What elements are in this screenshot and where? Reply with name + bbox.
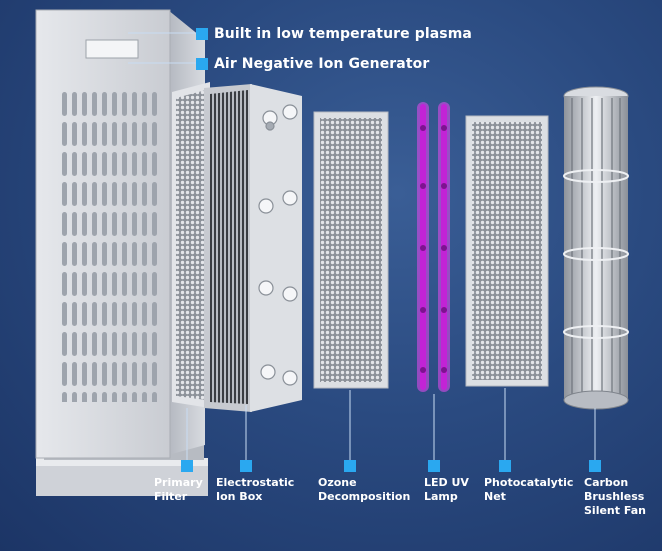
label-led-uv-lamp: LED UV Lamp bbox=[424, 476, 469, 503]
marker-carbon-brushless-fan bbox=[589, 460, 601, 472]
label-ozone-decomposition: Ozone Decomposition bbox=[318, 476, 411, 503]
callout-ion-generator-text: Air Negative Ion Generator bbox=[214, 56, 430, 72]
callout-marker bbox=[196, 58, 208, 70]
callout-plasma: Built in low temperature plasma bbox=[196, 26, 472, 42]
ozone-decomposition-panel bbox=[313, 111, 389, 389]
marker-electrostatic-ion-box bbox=[240, 460, 252, 472]
marker-ozone-decomposition bbox=[344, 460, 356, 472]
marker-photocatalytic-net bbox=[499, 460, 511, 472]
uv-lamp-tubes bbox=[417, 102, 450, 392]
photocatalytic-net-panel bbox=[465, 115, 549, 387]
label-carbon-brushless-fan: Carbon Brushless Silent Fan bbox=[584, 476, 646, 517]
label-electrostatic-ion-box: Electrostatic Ion Box bbox=[216, 476, 295, 503]
callout-marker bbox=[196, 28, 208, 40]
electrostatic-ion-box-panel bbox=[204, 84, 302, 412]
silent-fan-cylinder bbox=[563, 86, 629, 410]
primary-filter-panel bbox=[172, 82, 210, 408]
callout-ion-generator: Air Negative Ion Generator bbox=[196, 56, 429, 72]
callout-plasma-text: Built in low temperature plasma bbox=[214, 26, 472, 42]
marker-led-uv-lamp bbox=[428, 460, 440, 472]
label-photocatalytic-net: Photocatalytic Net bbox=[484, 476, 574, 503]
leader-lines bbox=[128, 32, 596, 460]
marker-primary-filter bbox=[181, 460, 193, 472]
label-primary-filter: Primary Filter bbox=[154, 476, 203, 503]
